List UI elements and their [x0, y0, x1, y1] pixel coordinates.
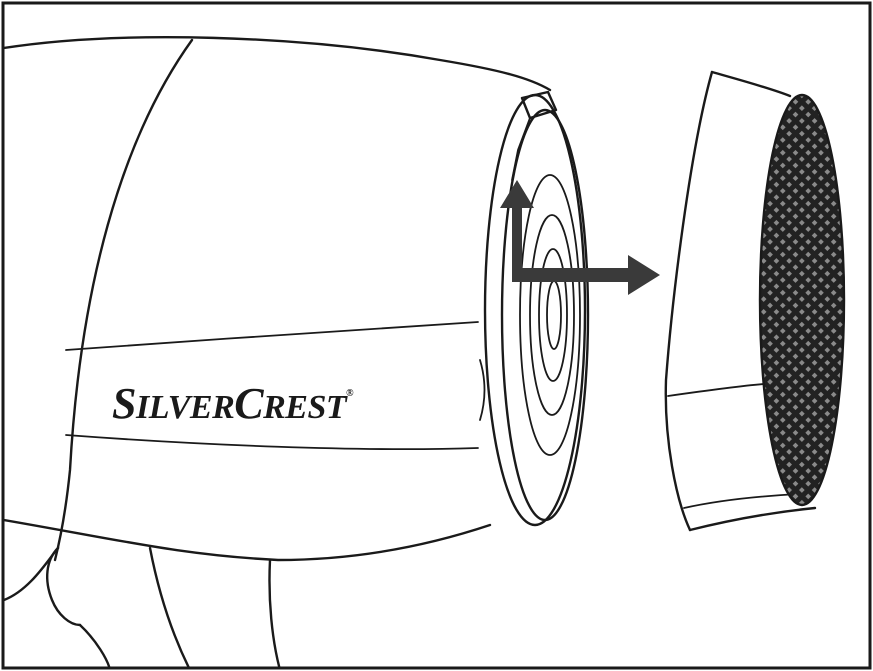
dryer-outlet-rings — [479, 90, 590, 527]
removal-direction-arrows — [500, 180, 660, 295]
nozzle-mesh-grille — [758, 93, 846, 507]
arrow-right-icon — [512, 255, 660, 295]
detached-nozzle — [664, 70, 846, 532]
arrow-up-icon — [500, 180, 534, 278]
hair-dryer-body — [4, 36, 552, 667]
brand-logo: SILVERCREST® — [112, 379, 354, 428]
